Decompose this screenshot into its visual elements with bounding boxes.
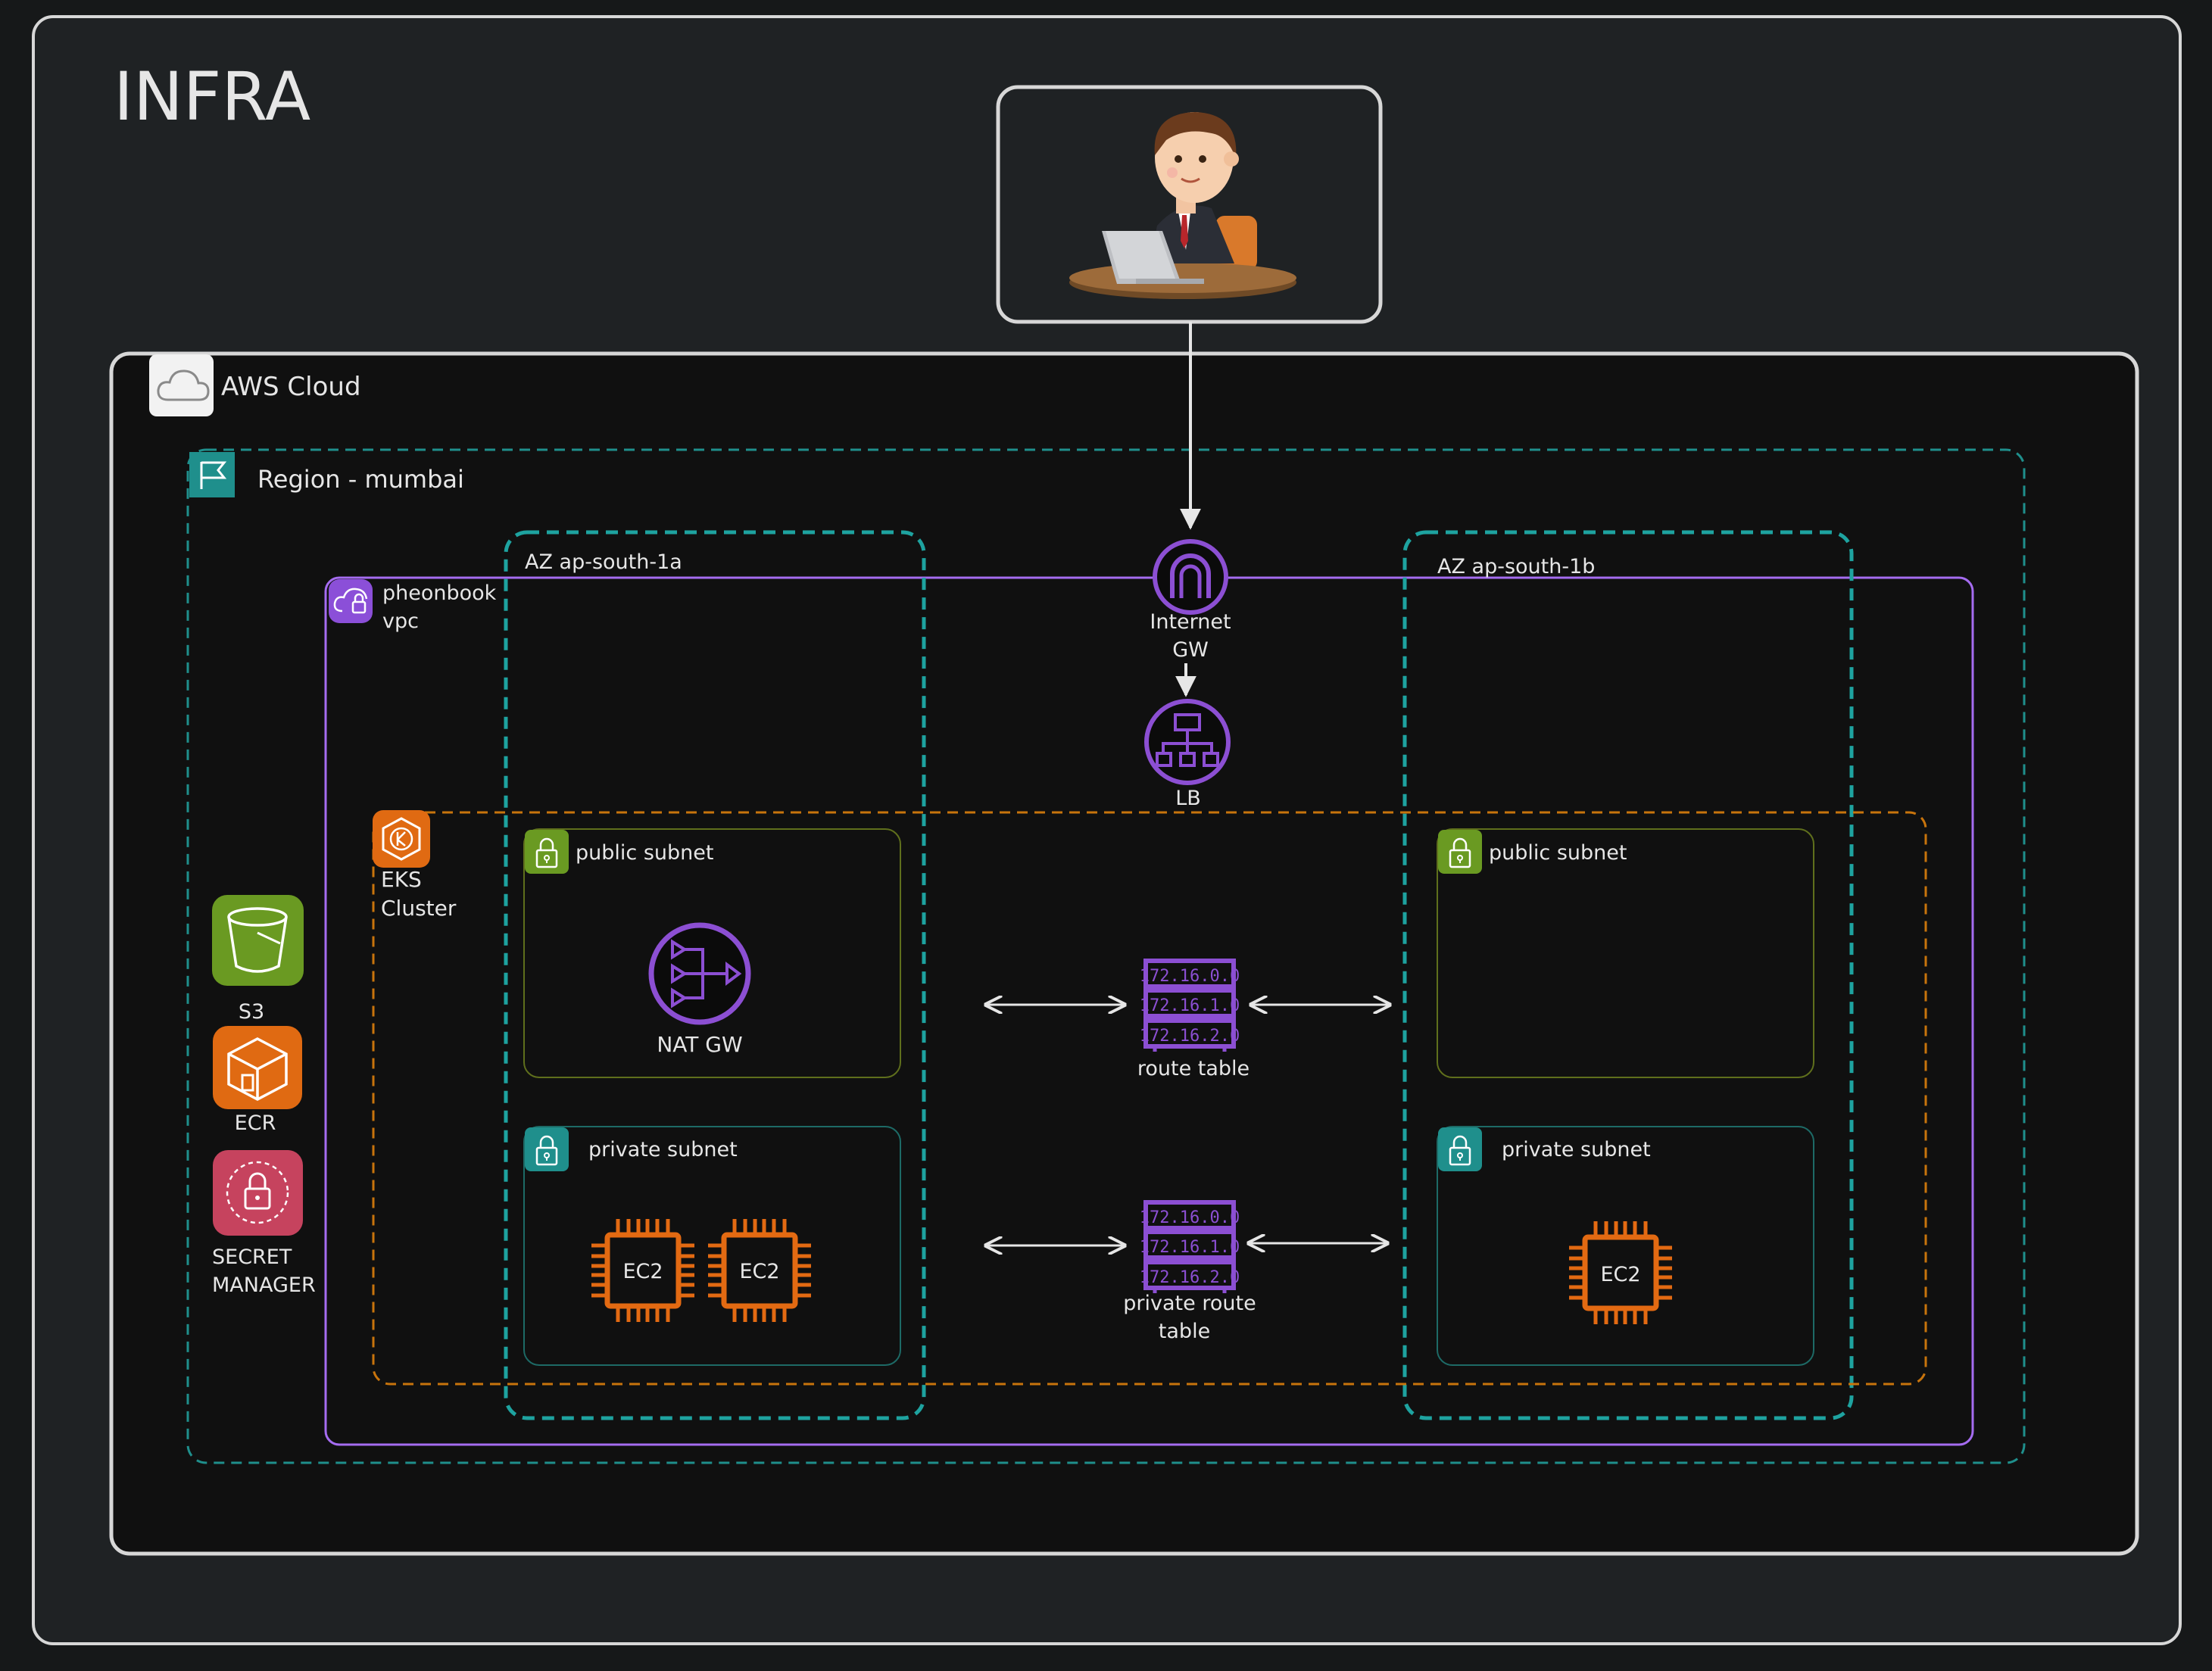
vpc-cloud-icon xyxy=(329,579,373,623)
ec2-instance-a1: EC2 xyxy=(591,1219,694,1322)
private-route-table-entry-2: 172.16.1.0 xyxy=(1140,1238,1240,1257)
cloud-icon xyxy=(149,354,214,416)
region-label: Region - mumbai xyxy=(257,465,464,494)
vpc-boundary xyxy=(324,576,1974,1446)
eks-cluster-boundary xyxy=(372,811,1927,1386)
person-at-laptop-illustration xyxy=(1069,112,1296,299)
secret-manager-icon xyxy=(213,1150,303,1236)
private-subnet-b xyxy=(1437,1126,1814,1366)
aws-cloud-label: AWS Cloud xyxy=(221,372,361,402)
public-subnet-b-label: public subnet xyxy=(1489,841,1627,865)
nat-gw-label: NAT GW xyxy=(657,1032,742,1057)
flag-icon xyxy=(189,452,235,497)
internet-gateway-icon xyxy=(1153,539,1228,615)
public-subnet-b xyxy=(1437,828,1814,1078)
lb-label: LB xyxy=(1175,787,1201,810)
bucket-icon xyxy=(212,895,304,986)
secret-manager-label-line2: MANAGER xyxy=(212,1274,316,1297)
ec2-label: EC2 xyxy=(622,1260,663,1283)
route-table-label: route table xyxy=(1137,1057,1250,1080)
infra-title: INFRA xyxy=(114,58,310,136)
kubernetes-icon xyxy=(373,810,430,868)
az-b-label: AZ ap-south-1b xyxy=(1437,555,1595,578)
route-table-entry-2: 172.16.1.0 xyxy=(1140,996,1240,1015)
ec2-instance-a2: EC2 xyxy=(708,1219,811,1322)
private-subnet-b-label: private subnet xyxy=(1502,1138,1651,1161)
eks-label-line1: EKS xyxy=(381,867,422,892)
private-route-table-label-line2: table xyxy=(1159,1320,1210,1343)
private-route-table-entry-1: 172.16.0.0 xyxy=(1140,1208,1240,1227)
s3-label: S3 xyxy=(239,1000,264,1024)
az-a-boundary xyxy=(504,530,926,1420)
ec2-label: EC2 xyxy=(739,1260,779,1283)
public-subnet-a-label: public subnet xyxy=(576,841,713,865)
private-route-table-entry-3: 172.16.2.0 xyxy=(1140,1268,1240,1287)
private-route-table-label-line1: private route xyxy=(1123,1292,1256,1315)
private-subnet-a-label: private subnet xyxy=(588,1138,738,1161)
ecr-label: ECR xyxy=(235,1111,276,1135)
eks-label-line2: Cluster xyxy=(381,896,457,921)
private-subnet-a xyxy=(523,1126,901,1366)
public-subnet-a xyxy=(523,828,901,1078)
igw-label-line2: GW xyxy=(1172,638,1209,662)
secret-manager-label-line1: SECRET xyxy=(212,1245,292,1269)
padlock-icon xyxy=(1438,1127,1482,1171)
ec2-label: EC2 xyxy=(1600,1263,1640,1286)
igw-label-line1: Internet xyxy=(1150,610,1231,634)
padlock-icon xyxy=(525,830,569,874)
vpc-label-line2: vpc xyxy=(382,609,419,633)
nat-gateway-icon xyxy=(648,922,751,1025)
route-table-entry-3: 172.16.2.0 xyxy=(1140,1027,1240,1046)
container-registry-icon xyxy=(213,1026,302,1109)
padlock-icon xyxy=(1438,830,1482,874)
az-a-label: AZ ap-south-1a xyxy=(525,550,682,574)
padlock-icon xyxy=(525,1127,569,1171)
ec2-instance-b1: EC2 xyxy=(1569,1221,1672,1324)
az-b-boundary xyxy=(1402,530,1854,1420)
aws-cloud-panel xyxy=(109,351,2139,1556)
region-boundary xyxy=(186,448,2026,1464)
vpc-label-line1: pheonbook xyxy=(382,581,497,605)
route-table-entry-1: 172.16.0.0 xyxy=(1140,967,1240,986)
load-balancer-icon xyxy=(1144,699,1231,785)
